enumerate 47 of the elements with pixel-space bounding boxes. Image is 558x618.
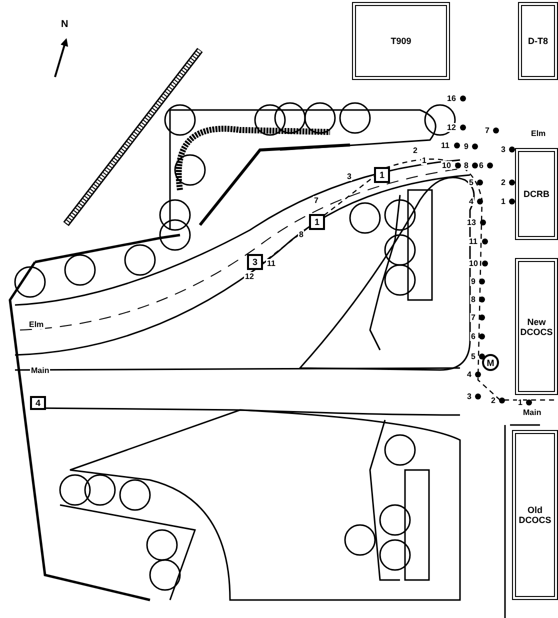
point-number: 11 <box>440 141 450 150</box>
marker-square: 4 <box>30 396 46 410</box>
point-number: 8 <box>463 161 470 170</box>
point-number: 2 <box>500 178 506 187</box>
point-number: 1 <box>421 156 428 165</box>
marker-square: 3 <box>247 254 263 270</box>
point-number: 2 <box>412 146 418 155</box>
building-outline: Old DCOCS <box>512 430 558 600</box>
street-name: Main <box>30 366 50 375</box>
north-label: N <box>60 20 70 29</box>
building-outline: D-T8 <box>518 2 558 80</box>
point-number: 8 <box>298 230 304 239</box>
point-number: 3 <box>466 392 472 401</box>
point-number: 7 <box>484 126 490 135</box>
marker-circle: M <box>482 354 499 371</box>
marker-square: 1 <box>374 167 390 183</box>
point-number: 4 <box>466 370 472 379</box>
point-number: 11 <box>266 259 276 268</box>
street-name: Elm <box>28 320 45 329</box>
point-number: 1 <box>500 197 506 206</box>
street-name: Elm <box>530 129 547 138</box>
point-number: 7 <box>470 313 476 322</box>
point-number: 9 <box>463 142 470 151</box>
point-number: 2 <box>490 396 496 405</box>
point-number: 7 <box>313 196 320 205</box>
building-outline: New DCOCS <box>515 258 558 395</box>
point-number: 1 <box>517 398 524 407</box>
point-number: 8 <box>470 295 476 304</box>
building-outline: DCRB <box>515 148 558 240</box>
point-number: 10 <box>468 259 479 268</box>
marker-square: 1 <box>309 214 325 230</box>
point-number: 12 <box>446 123 457 132</box>
point-number: 12 <box>244 272 255 281</box>
point-number: 9 <box>470 277 476 286</box>
point-number: 6 <box>470 332 476 341</box>
point-number: 3 <box>346 172 352 181</box>
point-number: 4 <box>468 197 474 206</box>
point-number: 5 <box>470 352 476 361</box>
point-number: 3 <box>500 145 506 154</box>
building-outline: T909 <box>352 2 450 80</box>
point-number: 13 <box>466 218 477 227</box>
point-number: 11 <box>468 237 478 246</box>
point-number: 5 <box>468 178 474 187</box>
point-number: 16 <box>446 94 457 103</box>
point-number: 6 <box>478 161 484 170</box>
street-name: Main <box>522 408 542 417</box>
point-number: 10 <box>441 161 452 170</box>
